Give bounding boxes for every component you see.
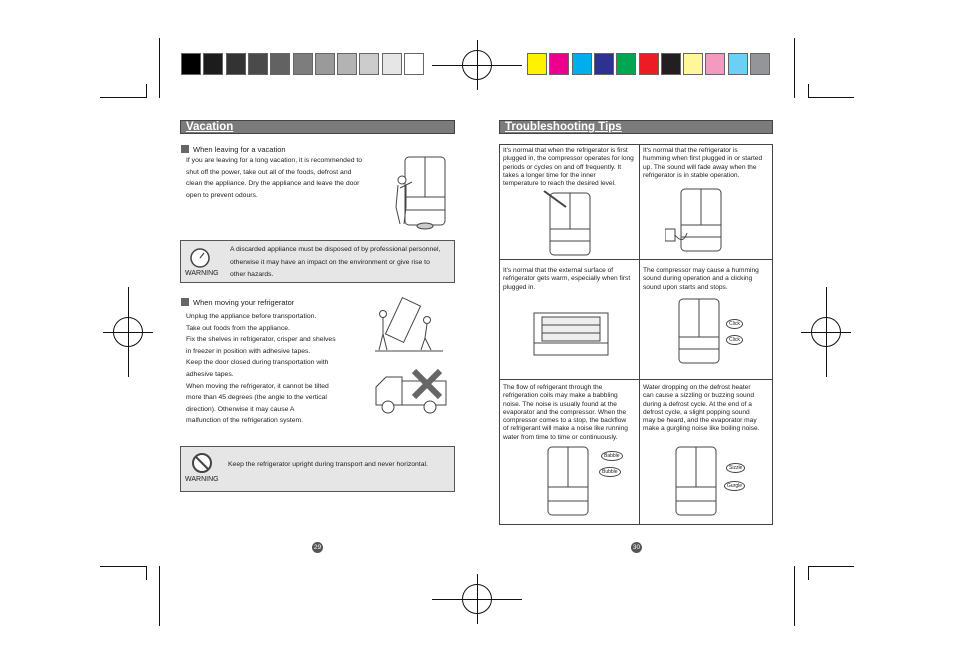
color-swatch — [381, 53, 402, 75]
person-cleaning-fridge-illustration — [395, 156, 446, 230]
moving-heading: When moving your refrigerator — [181, 298, 294, 307]
fridge-plugged-in-illustration — [665, 188, 722, 252]
vacation-text: If you are leaving for a long vacation, … — [186, 157, 363, 199]
click-sound-bubble: Click — [726, 335, 743, 345]
color-swatch — [750, 53, 770, 75]
page-number-right: 30 — [631, 542, 642, 553]
tip-cell: It's normal that when the refrigerator i… — [503, 147, 634, 188]
color-swatch — [683, 53, 704, 75]
tip-cell: It's normal that the external surface of… — [503, 267, 631, 291]
fridge-with-thermometer-illustration — [543, 190, 591, 256]
tip-cell: The compressor may cause a humming sound… — [643, 267, 759, 291]
color-swatch — [203, 53, 224, 75]
color-swatch — [314, 53, 335, 75]
section-title-troubleshooting: Troubleshooting Tips — [499, 120, 773, 134]
color-swatch — [571, 53, 592, 75]
moving-text: Unplug the appliance before transportati… — [186, 313, 336, 425]
warning-label: WARNING — [185, 476, 219, 483]
color-swatch — [616, 53, 637, 75]
gurgle-sound-bubble: Gurgle — [724, 481, 746, 491]
movers-carrying-fridge-illustration — [375, 296, 443, 352]
babble-sound-bubble: Babble — [601, 451, 623, 461]
sizzle-sound-bubble: Sizzle — [726, 463, 746, 473]
warning-box-disposal: WARNING A discarded appliance must be di… — [180, 240, 455, 283]
click-sound-bubble: Click — [726, 319, 743, 329]
color-swatch — [337, 53, 358, 75]
color-swatch — [292, 53, 313, 75]
color-swatch — [404, 53, 424, 75]
fridge-gurgling-illustration — [675, 446, 717, 516]
color-swatch — [638, 53, 659, 75]
color-swatch — [660, 53, 681, 75]
bubble-sound-bubble: Bubble — [599, 467, 621, 477]
color-swatch — [549, 53, 570, 75]
page-number-left: 29 — [312, 542, 323, 553]
color-swatch — [727, 53, 748, 75]
color-swatch — [705, 53, 726, 75]
color-swatch — [247, 53, 268, 75]
vacation-heading: When leaving for a vacation — [181, 145, 286, 154]
color-swatch — [359, 53, 380, 75]
color-swatch — [225, 53, 246, 75]
color-swatch — [527, 53, 547, 75]
warning-text: A discarded appliance must be disposed o… — [230, 246, 441, 278]
fridge-clicking-illustration — [678, 298, 720, 364]
warning-text: Keep the refrigerator upright during tra… — [228, 461, 428, 468]
open-fridge-illustration — [533, 312, 609, 356]
warning-label: WARNING — [185, 270, 219, 277]
fridge-babbling-illustration — [547, 446, 589, 516]
warning-box-transport: WARNING Keep the refrigerator upright du… — [180, 446, 455, 492]
troubleshooting-table: It's normal that when the refrigerator i… — [499, 144, 773, 525]
clock-warning-icon — [190, 248, 210, 268]
color-swatch — [181, 53, 201, 75]
prohibited-icon — [192, 453, 212, 473]
section-title-vacation: Vacation — [180, 120, 455, 134]
fridge-lying-in-truck-crossed-illustration — [375, 368, 447, 414]
tip-cell: The flow of refrigerant through the refr… — [503, 384, 628, 441]
color-swatch — [270, 53, 291, 75]
color-swatch — [593, 53, 614, 75]
